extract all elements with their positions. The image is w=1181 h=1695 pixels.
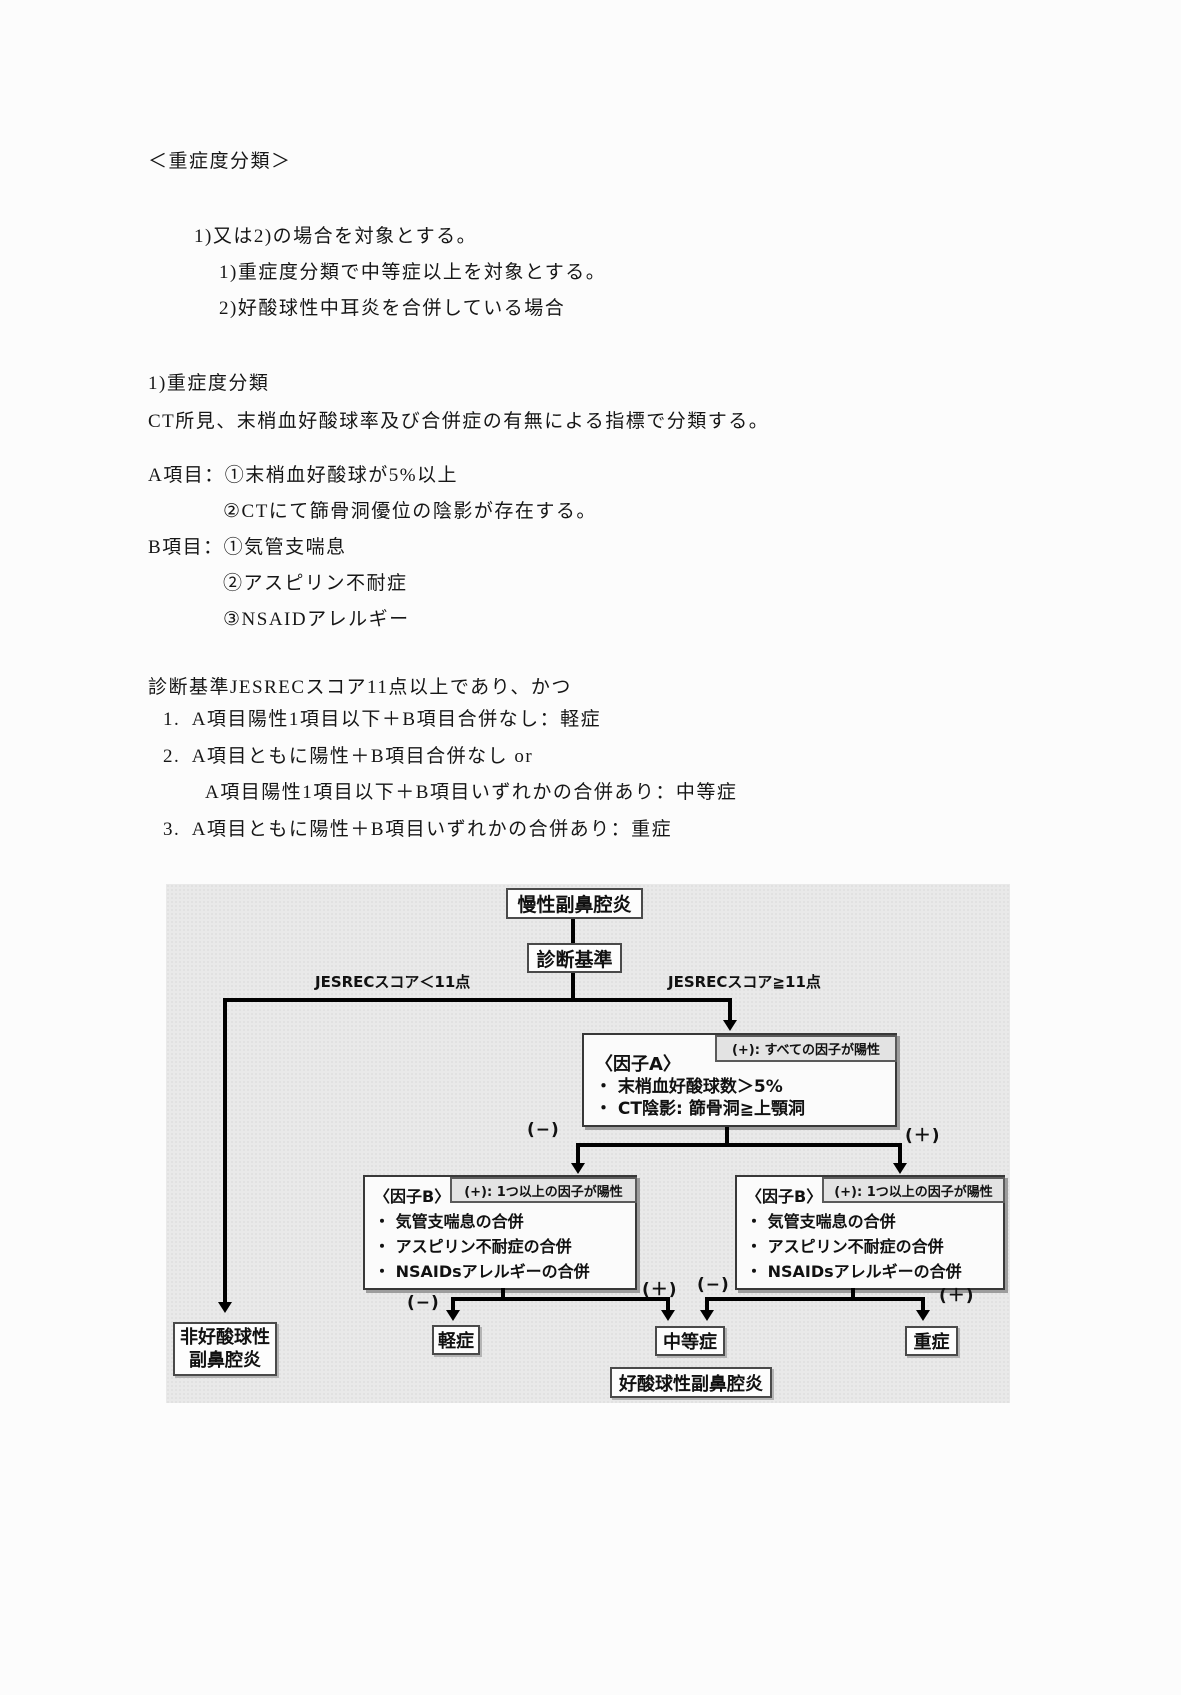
criteria-item: 1. A項目陽性1項目以下＋B項目合併なし：軽症 [163, 709, 602, 730]
severe-drop [921, 1297, 925, 1311]
factor-a-tag: (+): すべての因子が陽性 [715, 1035, 897, 1062]
criteria-heading: 診断基準JESRECスコア11点以上であり、かつ [148, 677, 572, 698]
arrow-to-factor-a [723, 1020, 737, 1031]
criteria-item: A項目陽性1項目以下＋B項目いずれかの合併あり：中等症 [205, 782, 738, 803]
connector-root-criteria [571, 916, 575, 945]
factor-b-left-title: 〈因子B〉 [374, 1187, 451, 1206]
arrow-to-moderate-right [700, 1310, 714, 1321]
arrow-to-non-eosinophilic [218, 1302, 232, 1313]
factor-b-right-tag: (+): 1つ以上の因子が陽性 [822, 1177, 1005, 1203]
scope-line: 2)好酸球性中耳炎を合併している場合 [219, 298, 566, 319]
arrow-to-severe [916, 1310, 930, 1321]
factor-a-item: ・ CT陰影: 篩骨洞≧上顎洞 [595, 1099, 805, 1119]
factor-b-left-minus-label: (−) [407, 1293, 440, 1313]
mild-label: 軽症 [438, 1331, 474, 1352]
jesrec-branch-line [223, 998, 732, 1002]
factor-a-item: ・ 末梢血好酸球数＞5% [595, 1077, 783, 1097]
factor-b-right-plus-label: (＋) [939, 1286, 975, 1306]
factor-b-right-stub [851, 1288, 855, 1301]
moderate-right-drop [705, 1297, 709, 1311]
severe-label: 重症 [913, 1332, 950, 1353]
mild-box: 軽症 [432, 1325, 480, 1355]
arrow-to-factor-b-right [893, 1163, 907, 1174]
eosinophilic-label: 好酸球性副鼻腔炎 [619, 1373, 763, 1395]
chronic-rhinosinusitis-label: 慢性副鼻腔炎 [517, 894, 632, 916]
factor-a-title: 〈因子A〉 [595, 1054, 681, 1075]
arrow-to-mild [446, 1310, 460, 1321]
factor-b-right-item: ・ アスピリン不耐症の合併 [746, 1237, 944, 1256]
item-a-line: A項目：①末梢血好酸球が5%以上 [148, 465, 459, 486]
criteria-item: 3. A項目ともに陽性＋B項目いずれかの合併あり：重症 [163, 819, 673, 840]
item-b-line: ②アスピリン不耐症 [223, 573, 408, 594]
diagnostic-criteria-label: 診断基準 [536, 948, 613, 971]
section-heading: 1)重症度分類 [148, 373, 270, 394]
factor-a-minus-label: (−) [527, 1120, 560, 1140]
factor-a-right-drop [898, 1143, 902, 1165]
factor-b-right-item: ・ 気管支喘息の合併 [746, 1212, 896, 1231]
factor-b-right-item: ・ NSAIDsアレルギーの合併 [746, 1262, 962, 1281]
factor-b-left-item: ・ アスピリン不耐症の合併 [374, 1237, 572, 1256]
non-eosinophilic-label: 非好酸球性 副鼻腔炎 [180, 1327, 270, 1371]
mild-drop [451, 1297, 455, 1311]
factor-b-right-title: 〈因子B〉 [746, 1187, 823, 1206]
right-path-line [728, 998, 732, 1022]
eosinophilic-box: 好酸球性副鼻腔炎 [610, 1367, 772, 1398]
item-b-line: B項目：①気管支喘息 [148, 537, 347, 558]
factor-b-left-branch-line [451, 1297, 670, 1301]
arrow-to-factor-b-left [571, 1163, 585, 1174]
section-text: CT所見、末梢血好酸球率及び合併症の有無による指標で分類する。 [148, 411, 770, 432]
arrow-to-moderate-left [661, 1310, 675, 1321]
page-title: ＜重症度分類＞ [148, 151, 292, 172]
factor-b-left-item: ・ NSAIDsアレルギーの合併 [374, 1262, 590, 1281]
factor-b-left-stub [501, 1288, 505, 1301]
factor-b-left-tag: (+): 1つ以上の因子が陽性 [450, 1177, 637, 1203]
severe-box: 重症 [905, 1326, 958, 1356]
connector-criteria-branch [571, 970, 575, 1002]
factor-b-right-minus-label: (−) [697, 1275, 730, 1295]
factor-b-right-branch-line [705, 1297, 925, 1301]
moderate-label: 中等症 [663, 1332, 717, 1353]
scope-line: 1)重症度分類で中等症以上を対象とする。 [219, 262, 607, 283]
left-path-line [223, 998, 227, 1303]
factor-b-left-item: ・ 気管支喘息の合併 [374, 1212, 524, 1231]
non-eosinophilic-box: 非好酸球性 副鼻腔炎 [173, 1322, 277, 1376]
criteria-item: 2. A項目ともに陽性＋B項目合併なし or [163, 746, 534, 767]
moderate-box: 中等症 [655, 1326, 725, 1356]
moderate-left-drop [666, 1297, 670, 1311]
scope-line: 1)又は2)の場合を対象とする。 [194, 226, 478, 247]
jesrec-under-11-label: JESRECスコア＜11点 [315, 973, 471, 991]
item-a-line: ②CTにて篩骨洞優位の陰影が存在する。 [223, 501, 597, 522]
factor-a-branch-line [576, 1143, 902, 1147]
factor-a-plus-label: (＋) [905, 1126, 941, 1146]
factor-b-left-plus-label: (＋) [642, 1280, 678, 1300]
factor-a-left-drop [576, 1143, 580, 1165]
chronic-rhinosinusitis-box: 慢性副鼻腔炎 [506, 888, 643, 919]
factor-a-stub [725, 1127, 729, 1147]
jesrec-over-11-label: JESRECスコア≧11点 [668, 973, 821, 991]
item-b-line: ③NSAIDアレルギー [223, 609, 410, 630]
diagnostic-criteria-box: 診断基準 [527, 943, 622, 973]
